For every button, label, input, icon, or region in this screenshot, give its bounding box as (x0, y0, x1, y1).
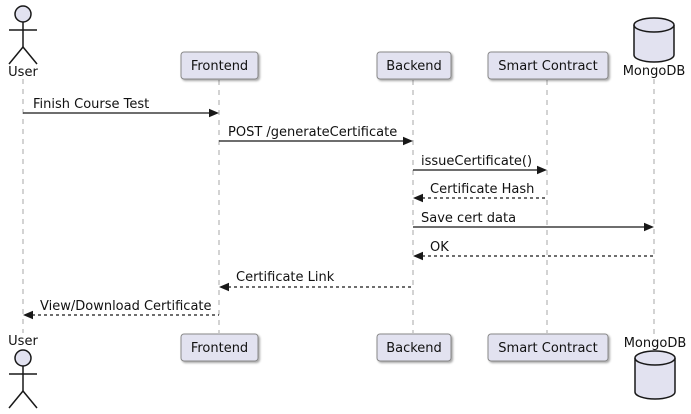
mongodb-database-icon-top (633, 17, 675, 63)
message-label-3: issueCertificate() (421, 154, 532, 169)
participant-box-smart-contract-bottom: Smart Contract (487, 333, 609, 362)
message-view-download-certificate: View/Download Certificate (23, 299, 219, 320)
participant-box-smart-contract-top: Smart Contract (487, 51, 609, 80)
arrowhead-left-icon (413, 251, 423, 261)
participant-box-frontend-bottom: Frontend (180, 333, 259, 362)
message-label-4: Certificate Hash (430, 182, 534, 197)
participant-label-backend-top: Backend (386, 59, 442, 74)
arrowhead-right-icon (403, 136, 413, 146)
mongodb-database-icon-bottom (634, 350, 676, 400)
message-post-generate-certificate: POST /generateCertificate (219, 125, 413, 146)
arrowhead-left-icon (23, 310, 33, 320)
message-issue-certificate: issueCertificate() (413, 154, 547, 175)
participant-label-backend-bottom: Backend (386, 341, 442, 356)
participant-label-mongodb-top: MongoDB (623, 64, 686, 79)
user-actor-icon-top (8, 5, 38, 65)
message-label-6: OK (430, 240, 449, 255)
participant-label-user-bottom: User (8, 334, 38, 349)
participant-label-smart-contract-bottom: Smart Contract (498, 341, 597, 356)
message-label-1: Finish Course Test (33, 97, 149, 112)
user-actor-icon-bottom (8, 349, 38, 409)
arrowhead-left-icon (413, 193, 423, 203)
message-label-7: Certificate Link (236, 270, 335, 285)
message-label-5: Save cert data (421, 211, 516, 226)
message-certificate-hash: Certificate Hash (413, 182, 547, 203)
participant-box-backend-top: Backend (376, 51, 452, 80)
message-label-8: View/Download Certificate (40, 299, 212, 314)
message-certificate-link: Certificate Link (219, 270, 413, 292)
arrowhead-left-icon (219, 282, 229, 292)
participant-label-frontend-bottom: Frontend (191, 341, 248, 356)
message-label-2: POST /generateCertificate (228, 125, 397, 140)
participant-box-frontend-top: Frontend (180, 51, 259, 80)
arrowhead-right-icon (209, 108, 219, 118)
participant-label-frontend-top: Frontend (191, 59, 248, 74)
message-finish-course-test: Finish Course Test (23, 97, 219, 118)
message-save-cert-data: Save cert data (413, 211, 654, 232)
participant-label-smart-contract-top: Smart Contract (498, 59, 597, 74)
arrowhead-right-icon (644, 222, 654, 232)
participant-label-mongodb-bottom: MongoDB (624, 336, 687, 351)
arrowhead-right-icon (537, 165, 547, 175)
participant-box-backend-bottom: Backend (376, 333, 452, 362)
participant-label-user-top: User (8, 65, 38, 80)
message-ok: OK (413, 240, 654, 261)
